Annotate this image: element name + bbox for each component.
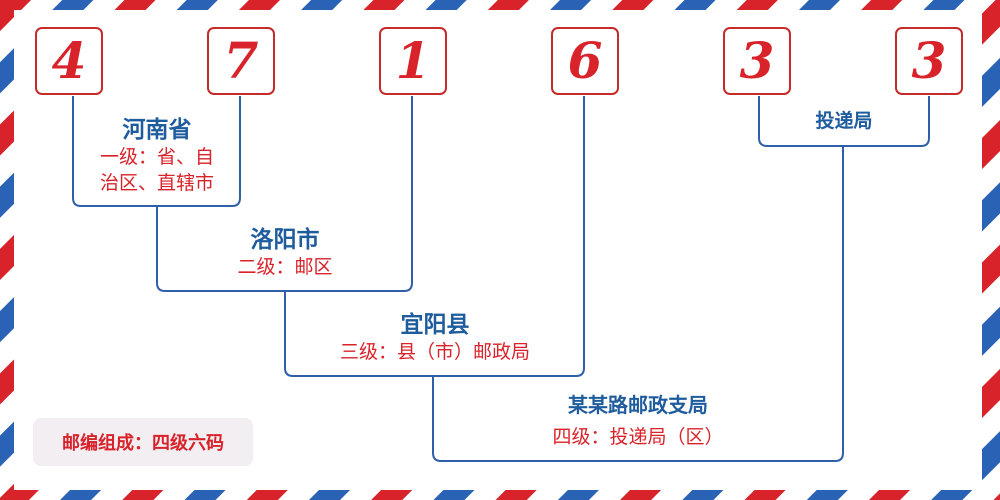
postcode-structure-badge: 邮编组成：四级六码 (33, 418, 253, 466)
postcode-digit-4: 6 (551, 27, 619, 95)
level-city-label: 洛阳市 二级：邮区 (160, 226, 410, 280)
postcode-digit-3: 1 (379, 27, 447, 95)
postcode-digit-2: 7 (207, 27, 275, 95)
digit-text: 3 (739, 31, 775, 90)
county-desc: 三级：县（市）邮政局 (339, 341, 530, 363)
bracket-county (284, 96, 585, 377)
level-county-label: 宜阳县 三级：县（市）邮政局 (288, 311, 582, 365)
digit-text: 4 (51, 31, 87, 90)
digit-text: 3 (911, 31, 947, 90)
digit-text: 1 (395, 31, 431, 90)
bracket-branch (432, 146, 844, 462)
province-desc-line2: 治区、直辖市 (99, 172, 214, 194)
footer-label-text: 邮编组成：四级六码 (62, 433, 224, 454)
bracket-delivery (758, 96, 930, 147)
county-name: 宜阳县 (400, 311, 470, 338)
level-branch-label: 某某路邮政支局 四级：投递局（区） (436, 391, 840, 450)
branch-desc: 四级：投递局（区） (552, 426, 724, 448)
province-desc-line1: 一级：省、自 (99, 146, 214, 168)
city-name: 洛阳市 (250, 226, 320, 253)
digit-text: 7 (223, 31, 259, 90)
postcode-digit-5: 3 (723, 27, 791, 95)
connector-lines (72, 96, 930, 462)
postcode-digit-1: 4 (35, 27, 103, 95)
province-name: 河南省 (122, 116, 192, 143)
level-province-label: 河南省 一级：省、自 治区、直辖市 (76, 116, 238, 196)
postcode-digit-6: 3 (895, 27, 963, 95)
delivery-office-label: 投递局 (762, 107, 926, 135)
digit-text: 6 (567, 31, 603, 90)
city-desc: 二级：邮区 (237, 256, 333, 278)
branch-name: 某某路邮政支局 (568, 393, 708, 417)
envelope-paper (14, 10, 982, 490)
delivery-office-name: 投递局 (815, 110, 873, 132)
